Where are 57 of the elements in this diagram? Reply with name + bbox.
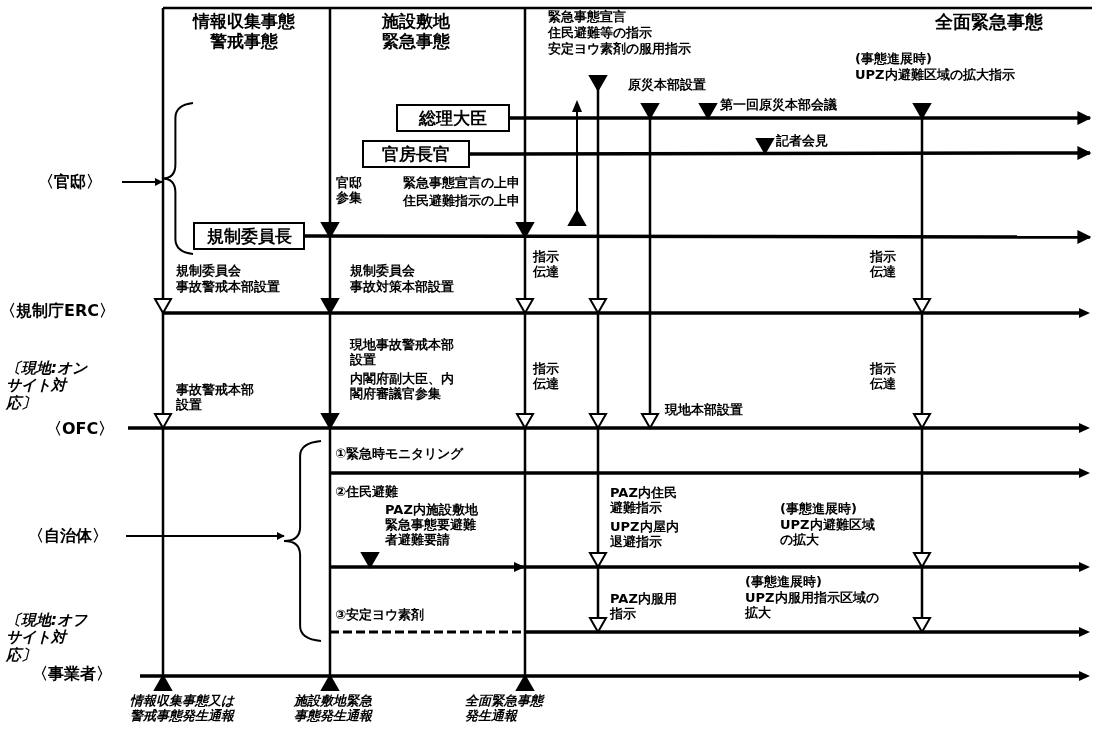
- event-label: 官邸参集: [336, 176, 363, 206]
- row-label: 〈事業者〉: [32, 665, 112, 684]
- event-label: 住民避難指示の上申: [403, 194, 520, 209]
- event-label: ③安定ヨウ素剤: [335, 608, 424, 623]
- event-label: 第一回原災本部会議: [720, 98, 837, 113]
- event-label: (事態進展時): [855, 52, 932, 67]
- arrow: [125, 532, 285, 540]
- event-label: 指示伝達: [870, 362, 897, 392]
- event-label: 指示伝達: [533, 362, 560, 392]
- event-label: UPZ内避難区域の拡大: [780, 518, 876, 548]
- event-label: PAZ内服用指示: [610, 592, 678, 622]
- phase-heading: 施設敷地緊急事態: [380, 12, 451, 52]
- event-label: 記者会見: [776, 134, 828, 149]
- event-label: 事故警戒本部設置: [176, 383, 255, 413]
- event-label: 緊急事態宣言: [548, 10, 626, 25]
- arrow: [305, 230, 1092, 244]
- event-label: 指示伝達: [533, 250, 560, 280]
- event-label: ②住民避難: [335, 485, 398, 500]
- row-label: 〈OFC〉: [46, 420, 115, 439]
- phase-heading: 情報収集事態警戒事態: [191, 12, 296, 52]
- brace: [283, 440, 321, 642]
- arrow: [470, 146, 1092, 160]
- row-label: 〈規制庁ERC〉: [0, 302, 115, 321]
- event-label: 指示伝達: [870, 250, 897, 280]
- event-label: (事態進展時): [780, 502, 857, 517]
- event-label: UPZ内避難区域の拡大指示: [855, 68, 1015, 83]
- event-label: 内閣府副大臣、内閣府審議官参集: [350, 372, 455, 402]
- event-label: 事故警戒本部設置: [176, 280, 280, 295]
- report-label: 施設敷地緊急事態発生通報: [294, 694, 374, 724]
- report-label: 全面緊急事態発生通報: [465, 694, 546, 724]
- event-label: 原災本部設置: [628, 78, 706, 93]
- row-label: 〔現地:オフサイト対応〕: [6, 612, 89, 664]
- arrow: [510, 111, 1092, 125]
- role-box: 官房長官: [362, 140, 470, 168]
- event-label: UPZ内屋内退避指示: [610, 520, 680, 550]
- role-box: 規制委員長: [193, 222, 305, 250]
- event-label: 現地事故警戒本部設置: [350, 338, 455, 368]
- event-label: 規制委員会: [176, 264, 241, 279]
- event-label: 緊急事態宣言の上申: [403, 176, 520, 191]
- event-label: PAZ内施設敷地緊急事態要避難者避難要請: [385, 503, 479, 548]
- event-label: ①緊急時モニタリング: [335, 447, 463, 462]
- report-label: 情報収集事態又は警戒事態発生通報: [130, 694, 236, 724]
- event-label: 安定ヨウ素剤の服用指示: [548, 42, 691, 57]
- brace: [161, 102, 193, 255]
- row-label: 〔現地:オンサイト対応〕: [6, 360, 89, 412]
- row-label: 〈自治体〉: [28, 524, 108, 548]
- row-label: 〈官邸〉: [38, 170, 102, 194]
- arrow: [121, 178, 163, 186]
- event-label: UPZ内服用指示区域の拡大: [745, 591, 880, 621]
- event-label: 事故対策本部設置: [350, 280, 454, 295]
- event-label: (事態進展時): [745, 575, 822, 590]
- event-label: PAZ内住民避難指示: [610, 486, 678, 516]
- event-label: 規制委員会: [350, 264, 415, 279]
- role-box: 総理大臣: [396, 104, 510, 132]
- phase-heading: 全面緊急事態: [935, 12, 1043, 33]
- event-label: 現地本部設置: [665, 403, 743, 418]
- event-label: 住民避難等の指示: [548, 26, 652, 41]
